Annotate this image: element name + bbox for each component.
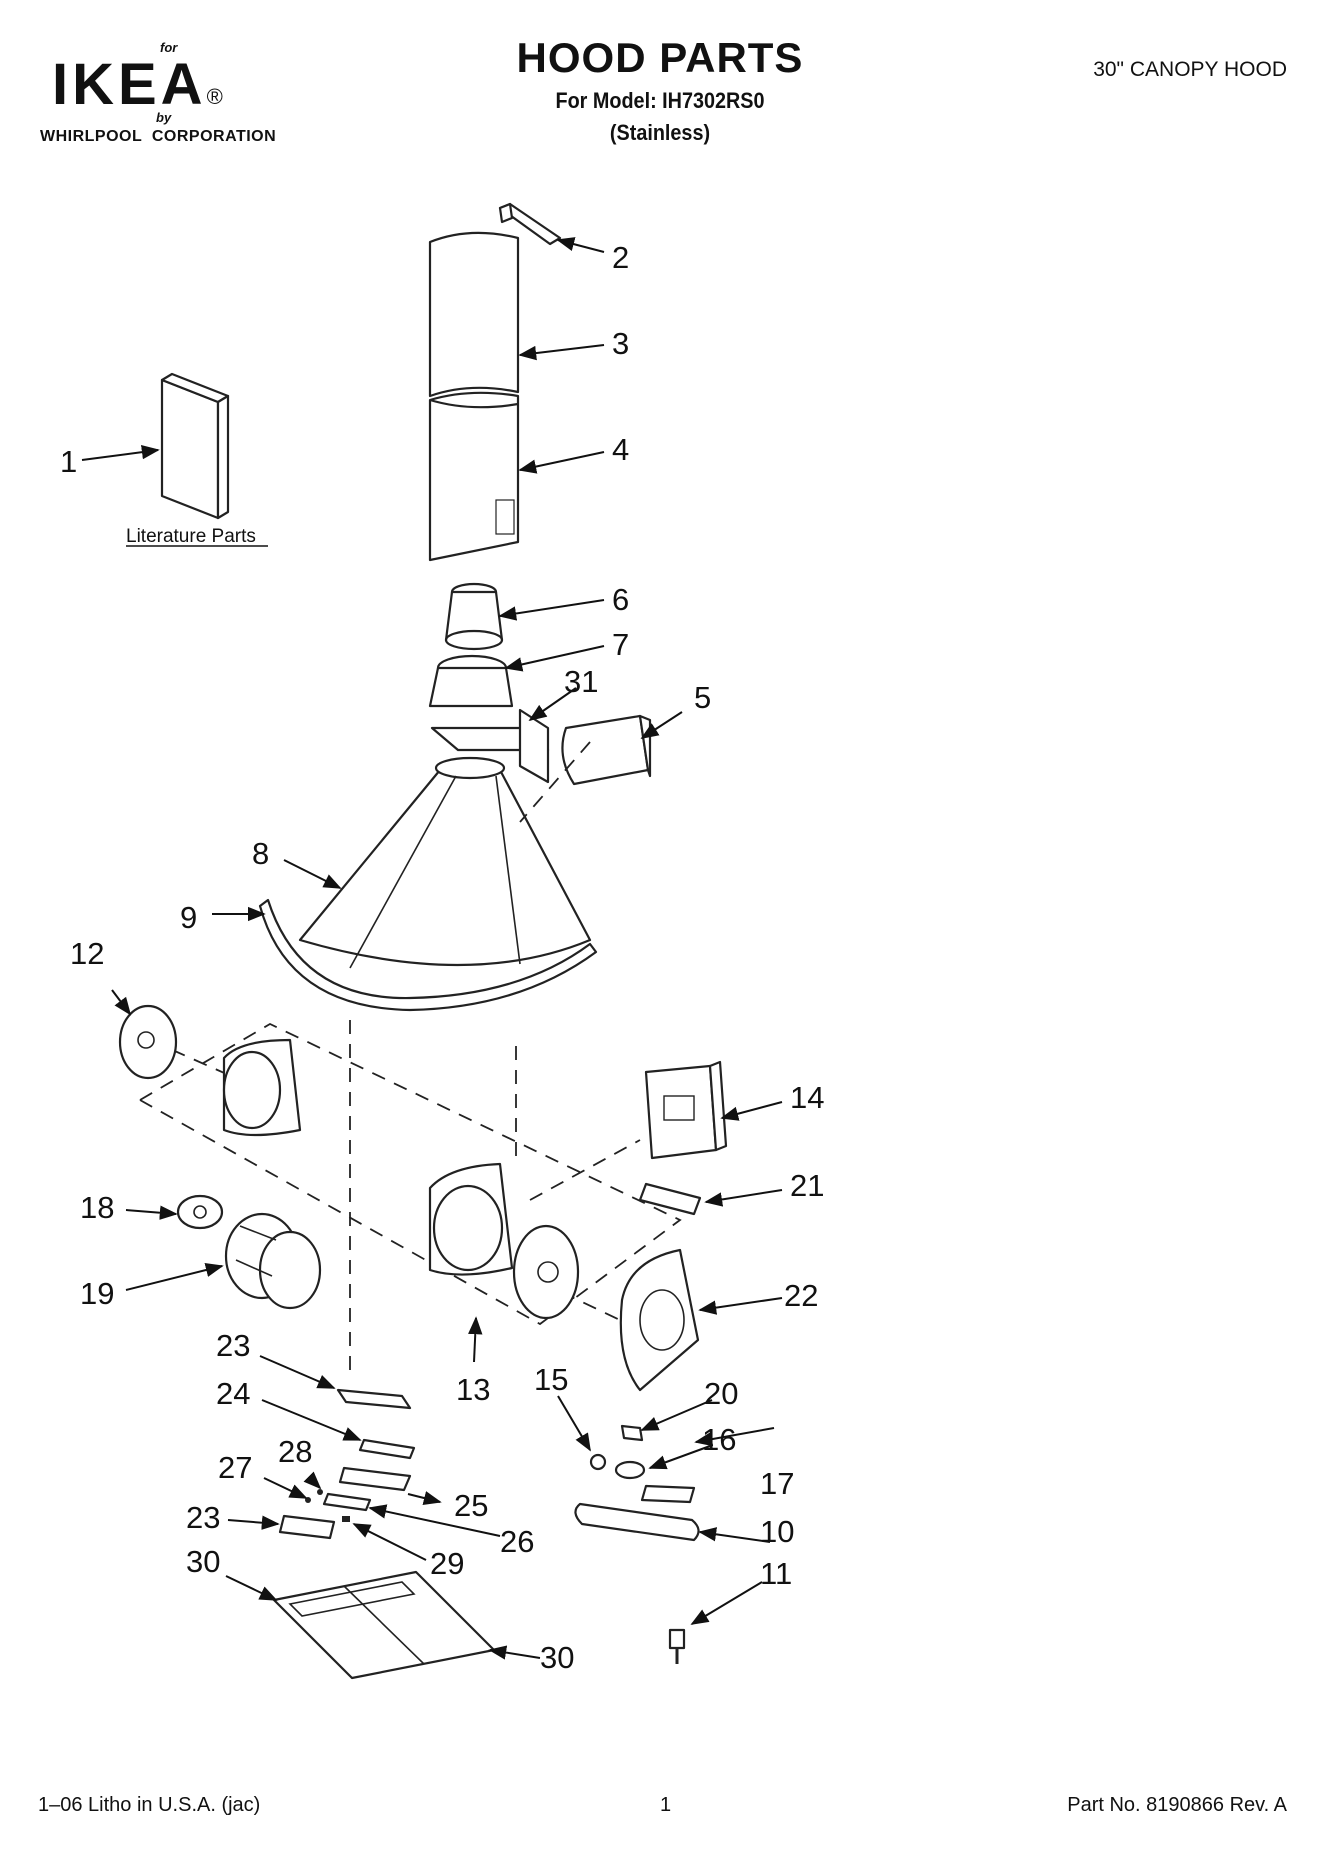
finish-line: (Stainless) <box>609 120 711 145</box>
bulb-socket <box>589 1453 607 1471</box>
mounting-screw <box>668 1628 686 1664</box>
left-blower-housing <box>222 1038 302 1137</box>
part-number: Part No. 8190866 Rev. A <box>1067 1794 1287 1816</box>
callout-12: 12 <box>70 936 104 971</box>
callout-20: 20 <box>704 1376 738 1411</box>
callout-10: 10 <box>760 1514 794 1549</box>
callout-9: 9 <box>180 900 197 935</box>
callout-29: 29 <box>430 1546 464 1581</box>
ikea-logo-text: IKEA <box>52 52 207 117</box>
damper-transition <box>428 654 514 708</box>
litho-note: 1–06 Litho in U.S.A. (jac) <box>38 1794 261 1816</box>
callout-30-upper: 30 <box>186 1544 220 1579</box>
model-line: For Model: IH7302RS0 <box>555 88 765 113</box>
left-blower-cover <box>118 1004 178 1080</box>
callout-23-upper: 23 <box>216 1328 250 1363</box>
motor-plate <box>512 1224 580 1320</box>
callout-6: 6 <box>612 582 629 617</box>
light-lens <box>640 1484 696 1504</box>
registered-mark: ® <box>206 84 227 109</box>
callout-27: 27 <box>218 1450 252 1485</box>
callout-3: 3 <box>612 326 629 361</box>
callout-11: 11 <box>760 1556 792 1591</box>
mounting-bracket <box>430 708 550 784</box>
brand-corporation: WHIRLPOOL CORPORATION <box>40 128 277 145</box>
callout-14: 14 <box>790 1080 824 1115</box>
filter-bracket-lower <box>278 1514 336 1540</box>
rear-duct-cover <box>561 714 652 786</box>
callout-25: 25 <box>454 1488 488 1523</box>
callout-7: 7 <box>612 627 629 662</box>
socket-plate <box>638 1182 702 1216</box>
callout-4: 4 <box>612 432 629 467</box>
callout-24: 24 <box>216 1376 250 1411</box>
literature-booklet <box>160 372 230 520</box>
callout-22: 22 <box>784 1278 818 1313</box>
switch-housing <box>358 1438 416 1460</box>
grease-filter <box>272 1570 496 1680</box>
clip-29 <box>342 1516 350 1522</box>
filter-bracket-upper <box>336 1388 412 1410</box>
callout-8: 8 <box>252 836 269 871</box>
literature-parts-label: Literature Parts <box>126 526 256 547</box>
callout-16: 16 <box>702 1422 736 1457</box>
callout-1: 1 <box>60 444 77 479</box>
callout-2: 2 <box>612 240 629 275</box>
front-trim <box>258 898 598 1012</box>
light-switch <box>620 1424 644 1442</box>
switch-button <box>322 1492 372 1512</box>
callout-30-lower: 30 <box>540 1640 574 1675</box>
blower-motor <box>176 1194 224 1230</box>
light-cover <box>574 1502 700 1542</box>
hood-canopy <box>298 756 592 969</box>
callout-15: 15 <box>534 1362 568 1397</box>
light-bulb <box>614 1460 646 1480</box>
callout-18: 18 <box>80 1190 114 1225</box>
callout-26: 26 <box>500 1524 534 1559</box>
ikea-logo: IKEA® <box>52 56 227 114</box>
screw-28 <box>317 1489 323 1495</box>
brand-for-text: for <box>160 40 178 55</box>
switch-panel <box>338 1466 412 1492</box>
brand-by-text: by <box>156 110 172 125</box>
callout-17: 17 <box>760 1466 794 1501</box>
leader-lines <box>81 237 783 1660</box>
hood-type-label: 30" CANOPY HOOD <box>1093 58 1287 81</box>
page-number: 1 <box>660 1794 672 1816</box>
callout-13: 13 <box>456 1372 490 1407</box>
duct-reducer <box>444 582 504 651</box>
control-bracket <box>644 1060 728 1160</box>
callout-23-lower: 23 <box>186 1500 220 1535</box>
right-blower-housing <box>428 1162 514 1276</box>
right-blower-cover <box>619 1248 700 1392</box>
blower-wheel <box>224 1212 322 1310</box>
callout-21: 21 <box>790 1168 824 1203</box>
callout-19: 19 <box>80 1276 114 1311</box>
callout-5: 5 <box>694 680 711 715</box>
callout-28: 28 <box>278 1434 312 1469</box>
page-title: HOOD PARTS <box>516 34 804 81</box>
upper-chimney <box>428 231 520 398</box>
lower-chimney <box>428 391 520 562</box>
callout-31: 31 <box>564 664 598 699</box>
